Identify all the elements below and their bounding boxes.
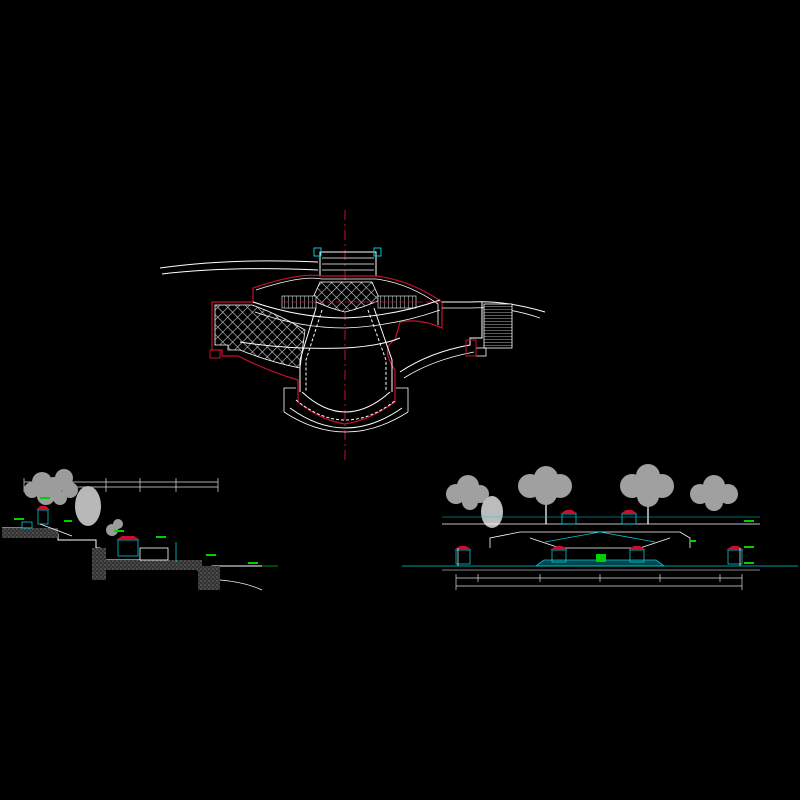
left-paved-terrace bbox=[214, 304, 306, 369]
section-level-markers bbox=[14, 497, 258, 564]
inner-wall-right bbox=[373, 307, 393, 392]
left-approach-path bbox=[159, 260, 319, 269]
lower-walkway bbox=[239, 337, 401, 349]
upper-walkway bbox=[252, 299, 441, 319]
elevation-trees bbox=[446, 464, 738, 528]
plaza-arc-2 bbox=[295, 399, 397, 421]
plaza-arc-1 bbox=[301, 391, 391, 413]
inner-wall-left bbox=[299, 307, 317, 392]
outer-boundary bbox=[211, 274, 443, 425]
section-trees bbox=[24, 469, 123, 536]
right-stairs-block bbox=[483, 303, 513, 349]
elevation-view bbox=[402, 464, 798, 590]
elevation-central-structure bbox=[489, 531, 691, 548]
central-paved-area bbox=[311, 281, 381, 313]
plan-view bbox=[159, 210, 546, 462]
section-view bbox=[2, 469, 278, 591]
elevation-level-markers bbox=[690, 520, 754, 564]
right-wing bbox=[442, 301, 546, 313]
corner-post bbox=[313, 247, 322, 257]
